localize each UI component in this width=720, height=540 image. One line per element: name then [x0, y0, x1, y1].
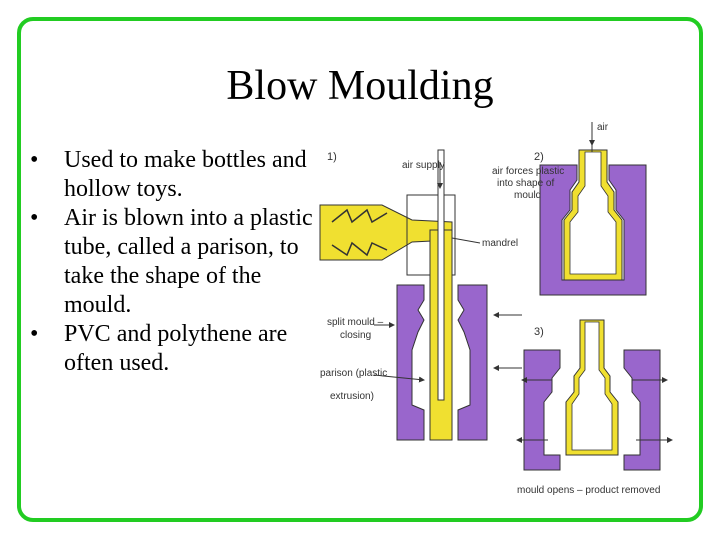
label-mould-opens: mould opens – product removed — [517, 485, 660, 496]
label-split-mould: split mould – — [327, 317, 384, 328]
slide-title: Blow Moulding — [226, 63, 494, 109]
label-mandrel: mandrel — [482, 238, 518, 249]
slide-frame — [17, 17, 703, 522]
bullet-icon: • — [30, 321, 39, 347]
mould-closed — [539, 164, 647, 296]
step-3-diagram: 3) mould opens – product removed — [516, 319, 673, 496]
bullet-list: • Used to make bottles and hollow toys. •… — [30, 146, 320, 378]
bullet-icon: • — [30, 205, 39, 231]
step-2-number: 2) — [534, 151, 544, 163]
step-3-number: 3) — [534, 326, 544, 338]
bullet-text: Used to make bottles and hollow toys. — [64, 147, 307, 202]
bullet-icon: • — [30, 147, 39, 173]
label-air-supply: air supply — [402, 160, 445, 171]
label-air: air — [597, 122, 609, 133]
arrow-parison — [373, 374, 425, 383]
arrow-mandrel — [451, 237, 481, 244]
mould-open-left — [523, 349, 561, 471]
label-parison-2: extrusion) — [330, 391, 374, 402]
step-1-diagram: 1) air supply mandrel split mould – clos… — [319, 149, 522, 441]
mould-open-right — [623, 349, 661, 471]
label-air-forces: air forces plastic — [492, 166, 564, 177]
blow-moulding-diagram: 1) air supply mandrel split mould – clos… — [319, 122, 673, 496]
mould-half-right — [457, 284, 488, 441]
bullet-text: PVC and polythene are often used. — [64, 321, 288, 376]
bullet-item: • Used to make bottles and hollow toys. — [30, 146, 320, 204]
bullet-item: • PVC and polythene are often used. — [30, 320, 320, 378]
bottle-removed-inner — [571, 321, 613, 451]
bullet-item: • Air is blown into a plastic tube, calle… — [30, 204, 320, 320]
bullet-text: Air is blown into a plastic tube, called… — [64, 205, 313, 318]
step-2-diagram: 2) air air forces plastic into shape of … — [492, 122, 647, 296]
step-1-number: 1) — [327, 151, 337, 163]
bottle-inner — [569, 151, 617, 275]
label-air-forces-2: into shape of — [497, 178, 554, 189]
extruder-screw — [331, 208, 388, 257]
label-parison: parison (plastic — [320, 368, 387, 379]
mould-half-left — [396, 284, 425, 441]
label-split-mould-2: closing — [340, 330, 371, 341]
label-air-forces-3: mould — [514, 190, 541, 201]
mandrel-rod — [437, 149, 445, 401]
